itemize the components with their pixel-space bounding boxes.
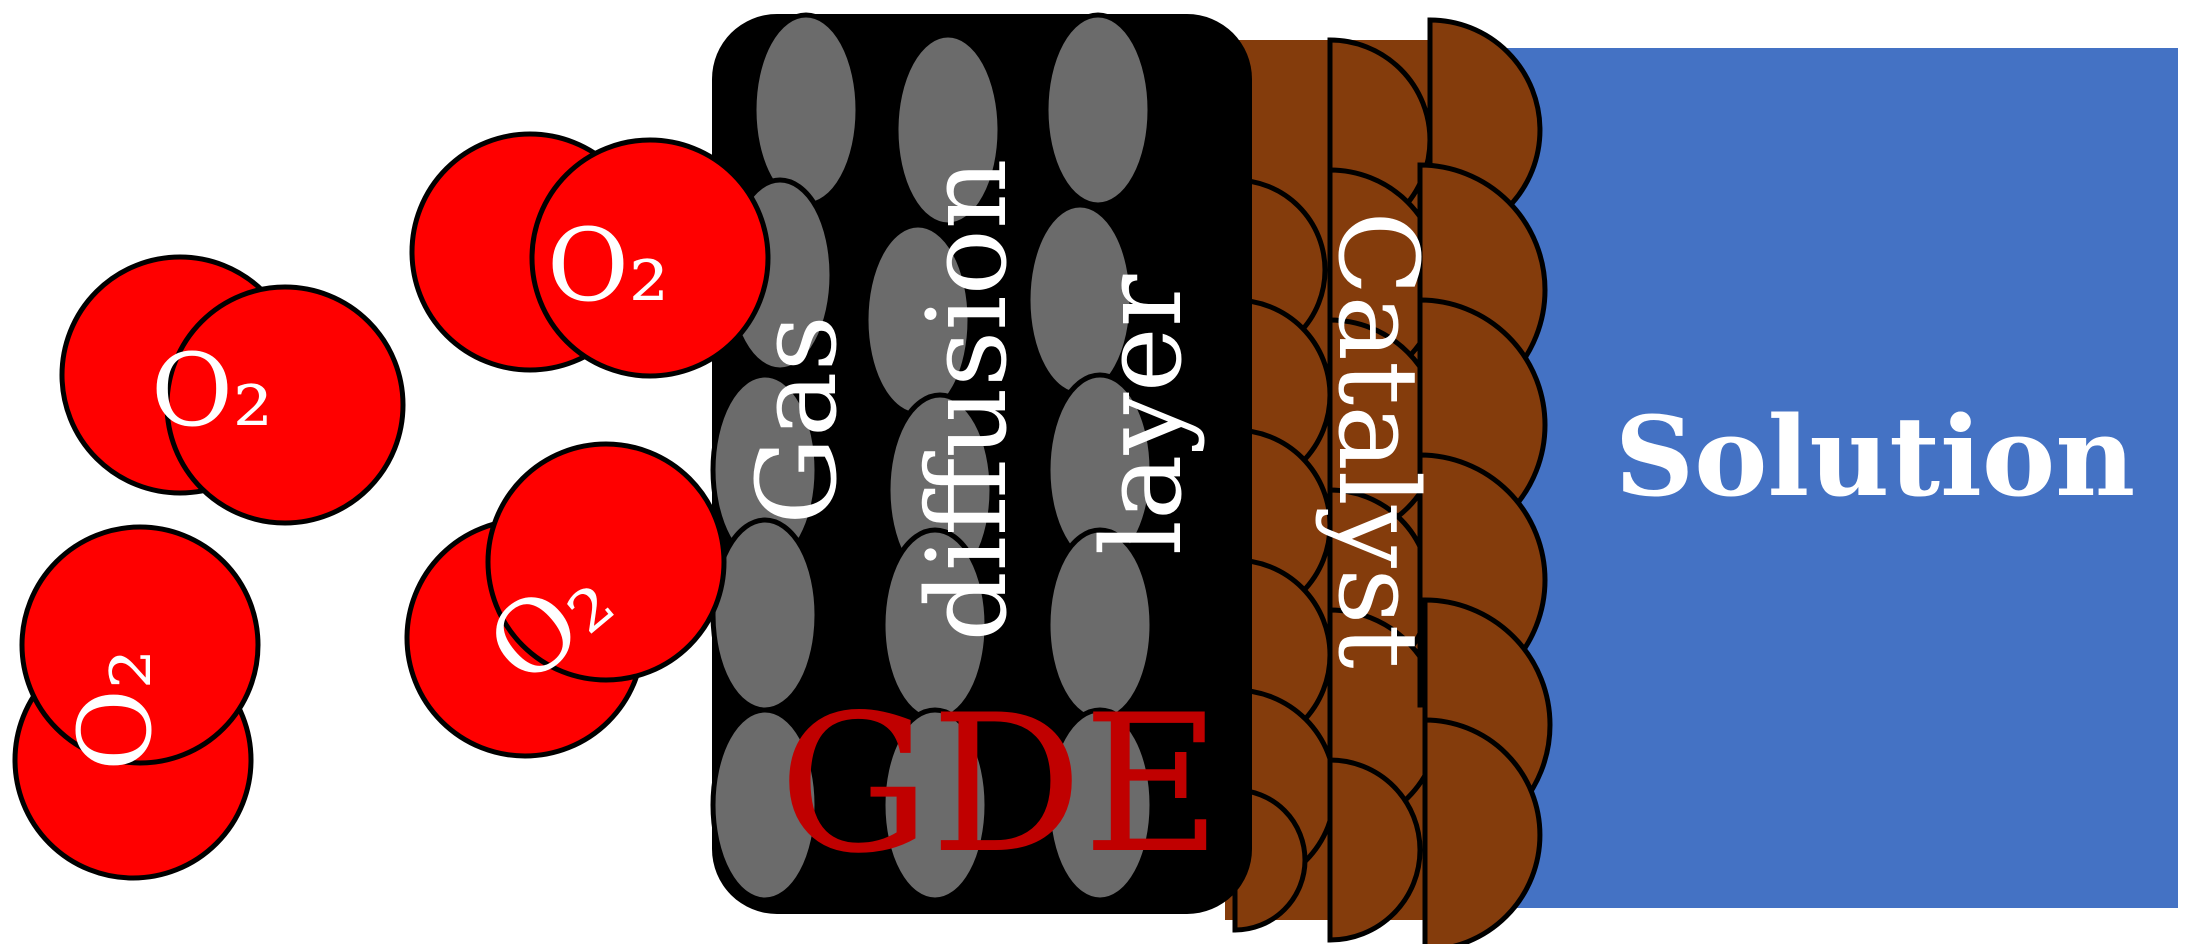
oxygen-molecule: O₂ bbox=[409, 131, 771, 379]
oxygen-label: O₂ bbox=[151, 332, 273, 449]
gdl-fiber bbox=[1043, 12, 1153, 208]
oxygen-molecule: O₂ bbox=[404, 441, 727, 759]
oxygen-label: O₂ bbox=[57, 649, 174, 771]
gdl-fiber bbox=[710, 707, 820, 903]
oxygen-label: O₂ bbox=[547, 207, 669, 324]
gdl-fiber bbox=[751, 12, 861, 208]
catalyst-layer bbox=[1225, 17, 1553, 944]
oxygen-atom bbox=[529, 137, 771, 379]
gas-diffusion-layer bbox=[710, 12, 1252, 914]
label-gde: GDE bbox=[779, 674, 1222, 895]
oxygen-atom bbox=[485, 441, 727, 683]
gdl-fiber bbox=[1045, 707, 1155, 903]
catalyst-particle bbox=[1232, 787, 1308, 933]
label-solution: Solution bbox=[1615, 392, 2136, 521]
oxygen-atom bbox=[164, 284, 406, 526]
catalyst-particle bbox=[1327, 757, 1423, 943]
label-gas: Gas bbox=[733, 315, 861, 525]
label-catalyst: Catalyst bbox=[1314, 211, 1442, 669]
catalyst-particle bbox=[1422, 717, 1543, 944]
label-layer: layer bbox=[1078, 274, 1206, 555]
oxygen-molecule: O₂ bbox=[12, 524, 261, 881]
gdl-fiber bbox=[880, 707, 990, 903]
label-diffusion: diffusion bbox=[903, 158, 1031, 641]
oxygen-molecule: O₂ bbox=[59, 254, 406, 526]
gdl-fiber bbox=[893, 32, 1003, 228]
oxygen-atom bbox=[19, 524, 261, 766]
